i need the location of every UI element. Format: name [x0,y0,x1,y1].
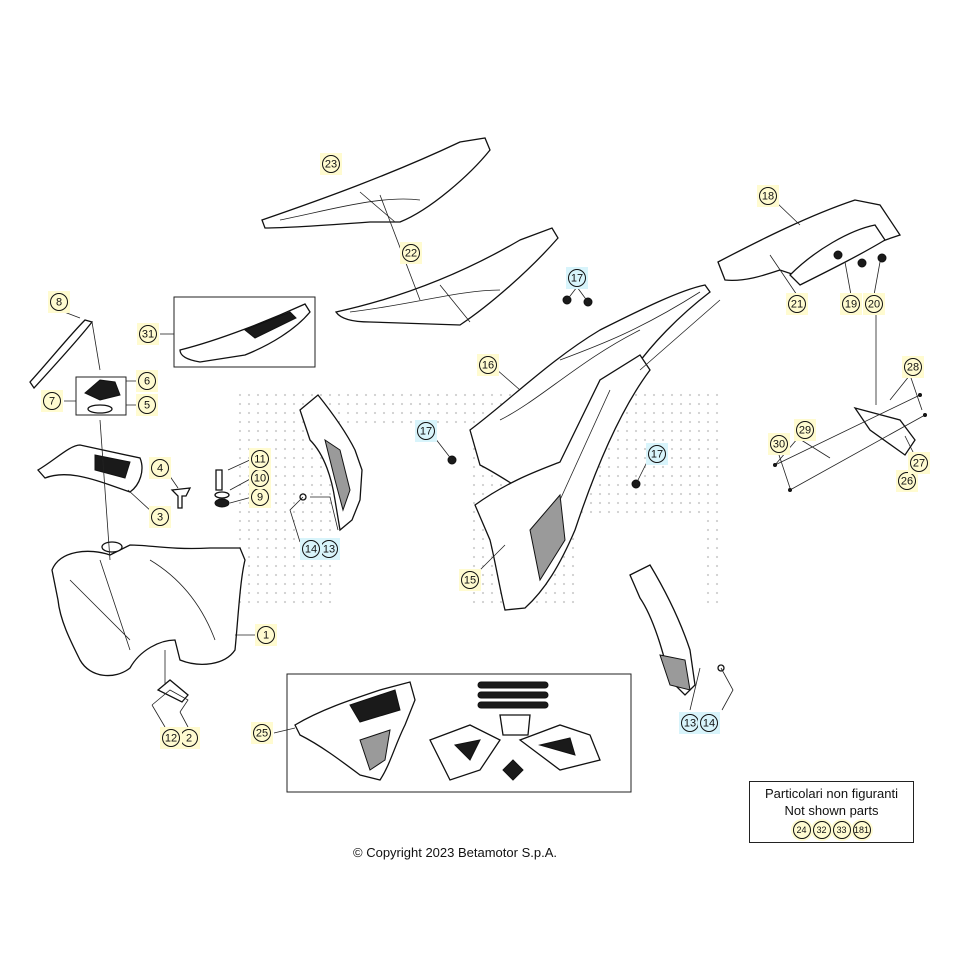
fuel-tap-2 [151,650,189,728]
callout-label: 19 [845,299,857,311]
callout-label: 28 [907,362,919,374]
callout-label: 9 [257,492,263,504]
callout-28: 28 [902,356,924,378]
callout-label: 7 [49,396,55,408]
seat-23 [261,137,491,229]
not-shown-parts-note: Particolari non figuranti Not shown part… [749,781,914,843]
callout-label: 11 [254,454,265,466]
callout-label: 16 [482,360,494,372]
callout-14a: 14 [300,538,322,560]
callout-5: 5 [136,394,158,416]
callout-13b: 13 [679,712,701,734]
not-shown-refs: 24 32 33 181 [750,821,913,839]
fuel-tank-1 [51,541,258,677]
callout-11: 11 [249,448,271,470]
note-line-english: Not shown parts [784,803,879,818]
callout-label: 8 [56,297,62,309]
side-panel-15 [474,354,651,611]
callout-16: 16 [477,354,499,376]
callout-19: 19 [840,293,862,315]
callout-label: 10 [254,473,266,485]
callout-1: 1 [255,624,277,646]
callout-20: 20 [863,293,885,315]
callout-label: 29 [799,425,811,437]
license-plate-bracket-26-30 [773,305,927,492]
bolts-17 [434,286,649,489]
callout-label: 2 [186,733,192,745]
rear-fender-18 [717,199,902,296]
ref-33: 33 [832,821,851,839]
callout-12: 12 [160,727,182,749]
seat-22 [334,227,559,326]
callout-label: 17 [571,273,583,285]
ref-32: 32 [812,821,831,839]
callout-13a: 13 [318,538,340,560]
callout-label: 5 [144,400,150,412]
callout-25: 25 [251,722,273,744]
callout-label: 17 [651,449,663,461]
callout-4: 4 [149,457,171,479]
tank-cover-3 [36,444,153,513]
callout-26: 26 [896,470,918,492]
callout-15: 15 [459,569,481,591]
callout-17b: 17 [415,420,437,442]
note-line-italian: Particolari non figuranti [765,786,898,801]
callout-9: 9 [249,486,271,508]
callout-label: 22 [405,248,417,260]
callout-label: 1 [263,630,269,642]
copyright-notice: © Copyright 2023 Betamotor S.p.A. [353,845,557,860]
callout-label: 13 [323,544,335,556]
callout-label: 3 [157,512,163,524]
callout-label: 12 [165,733,177,745]
callout-14b: 14 [698,712,720,734]
callout-29: 29 [794,419,816,441]
callout-30: 30 [768,433,790,455]
callout-3: 3 [149,506,171,528]
callout-label: 17 [420,426,432,438]
callout-22: 22 [400,242,422,264]
ref-24: 24 [792,821,811,839]
callout-label: 25 [256,728,268,740]
callout-label: 13 [684,718,696,730]
callout-label: 21 [791,299,803,311]
decal-kit-25 [273,673,632,793]
callout-7: 7 [41,390,63,412]
breather-hose-8 [29,309,101,390]
callout-31: 31 [137,323,159,345]
callout-label: 26 [901,476,913,488]
callout-21: 21 [786,293,808,315]
callout-label: 30 [773,439,785,451]
radiator-shroud-right [629,564,734,711]
seat-base-31 [160,296,316,368]
callout-27: 27 [908,452,930,474]
callout-label: 14 [703,718,715,730]
fuel-cap-6 [64,376,138,416]
callout-17a: 17 [566,267,588,289]
callout-label: 23 [325,159,337,171]
callout-label: 18 [762,191,774,203]
mount-hardware-9-10-11 [214,458,253,508]
callout-17c: 17 [646,443,668,465]
callout-label: 4 [157,463,163,475]
callout-23: 23 [320,153,342,175]
callout-label: 27 [913,458,925,470]
callout-18: 18 [757,185,779,207]
ref-181: 181 [852,821,871,839]
callout-label: 14 [305,544,317,556]
callout-10: 10 [249,467,271,489]
callout-8: 8 [48,291,70,313]
callout-6: 6 [136,370,158,392]
callout-label: 31 [142,329,154,341]
callout-label: 15 [464,575,476,587]
radiator-shroud-left [289,394,363,543]
callout-label: 20 [868,299,880,311]
callout-label: 6 [144,376,150,388]
